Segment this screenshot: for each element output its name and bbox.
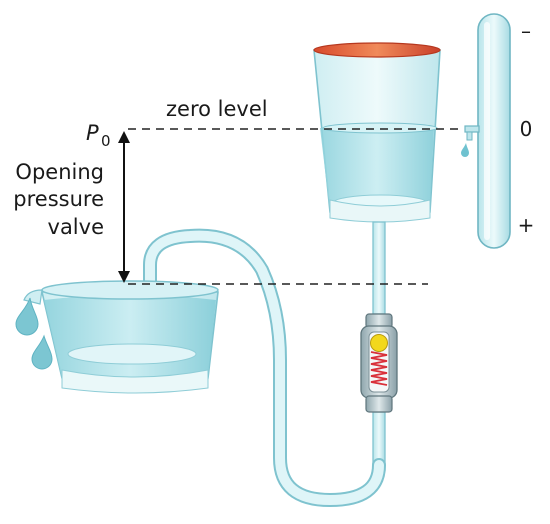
upper-tube	[372, 221, 386, 471]
manometer-column	[477, 13, 511, 249]
opening-label-line1: Opening	[15, 160, 104, 184]
drip-spout	[464, 125, 480, 141]
opening-pressure-valve	[360, 313, 398, 413]
opening-label-line2: pressure	[13, 187, 104, 211]
p0-label: P 0	[86, 121, 111, 150]
small-drop	[461, 143, 469, 157]
opening-label-line3: valve	[48, 215, 104, 239]
p-subscript: 0	[101, 132, 111, 150]
lower-beaker	[23, 280, 219, 394]
scale-plus: +	[518, 213, 535, 237]
pressure-arrow	[118, 131, 130, 283]
zero-level-label: zero level	[166, 97, 268, 121]
drop-lower	[31, 334, 53, 370]
drop-upper	[15, 297, 39, 336]
upper-reservoir	[313, 42, 441, 223]
scale-zero: 0	[520, 117, 533, 141]
valve-ball	[370, 334, 388, 352]
p-symbol: P	[86, 121, 99, 145]
scale-minus: –	[521, 19, 531, 43]
valve-spring	[370, 351, 388, 386]
